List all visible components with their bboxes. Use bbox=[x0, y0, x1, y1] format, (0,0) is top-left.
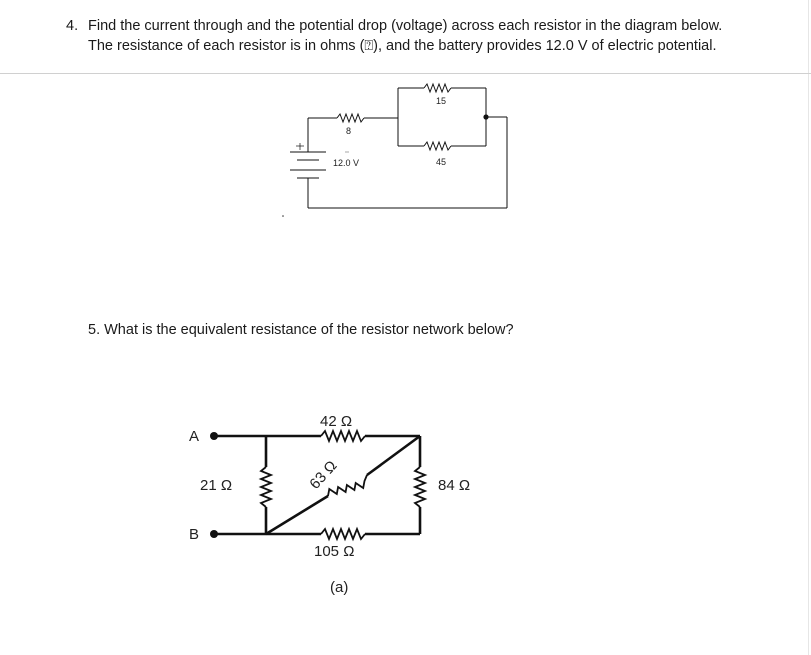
figure-caption: (a) bbox=[330, 579, 348, 596]
resistor-45-zigzag bbox=[423, 140, 452, 152]
question-5: 5. What is the equivalent resistance of … bbox=[88, 321, 514, 341]
resistor-105-label: 105 Ω bbox=[314, 543, 354, 560]
resistor-84-label: 84 Ω bbox=[438, 477, 470, 494]
question-4-text: Find the current through and the potenti… bbox=[88, 18, 723, 54]
section-divider bbox=[0, 73, 811, 74]
question-4-number: 4. bbox=[66, 18, 79, 34]
battery-symbol bbox=[290, 118, 326, 208]
resistor-42-zigzag bbox=[320, 428, 366, 444]
question-4: 4. Find the current through and the pote… bbox=[66, 17, 746, 56]
question-5-text: What is the equivalent resistance of the… bbox=[104, 322, 514, 338]
resistor-15-zigzag bbox=[423, 82, 452, 94]
resistor-21-zigzag bbox=[258, 466, 274, 508]
page-edge-line bbox=[808, 0, 809, 655]
resistor-15-label: 15 bbox=[436, 96, 446, 106]
question-5-number: 5. bbox=[88, 322, 101, 338]
node-a-label: A bbox=[189, 428, 199, 445]
resistor-45-label: 45 bbox=[436, 157, 446, 167]
resistor-84-zigzag bbox=[412, 466, 428, 508]
resistor-21-label: 21 Ω bbox=[200, 477, 232, 494]
resistor-63-zigzag bbox=[327, 474, 368, 497]
resistor-8-label: 8 bbox=[346, 126, 351, 136]
resistor-63-label: 63 Ω bbox=[306, 457, 340, 492]
battery-label: 12.0 V bbox=[333, 158, 359, 168]
resistor-8-zigzag bbox=[336, 112, 365, 124]
resistor-42-label: 42 Ω bbox=[320, 413, 352, 430]
resistor-105-zigzag bbox=[320, 526, 366, 542]
node-b-label: B bbox=[189, 526, 199, 543]
